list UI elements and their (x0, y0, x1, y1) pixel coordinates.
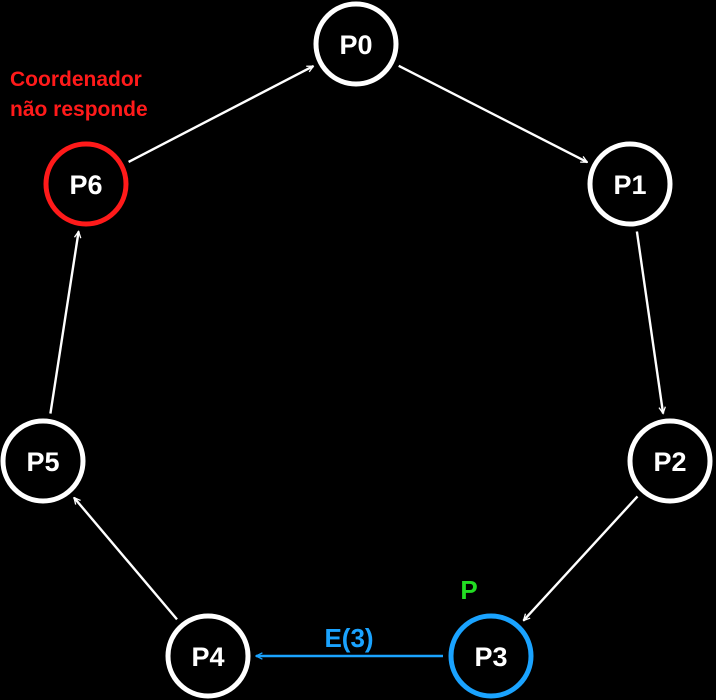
node-circle (313, 1, 399, 87)
edge-p2-to-p3 (524, 495, 639, 620)
node-label: P3 (474, 642, 507, 672)
edge-p6-to-p0 (128, 65, 314, 163)
edge-p5-to-p6 (49, 231, 78, 414)
node-circle (448, 613, 534, 699)
edges-layer (49, 64, 663, 656)
node-label: P1 (613, 170, 646, 200)
node-label: P4 (191, 642, 224, 672)
initiator-marker: P (460, 575, 477, 605)
edge-p1-to-p2 (635, 231, 663, 414)
node-p2: P2 (627, 418, 713, 504)
failure-annotation-line2: não responde (10, 98, 148, 121)
node-p6: P6 (43, 141, 129, 227)
node-circle (43, 141, 129, 227)
edge-p4-to-p5 (74, 498, 178, 621)
election-message-label: E(3) (324, 623, 373, 653)
node-label: P5 (26, 447, 59, 477)
node-p5: P5 (0, 418, 86, 504)
node-label: P0 (339, 30, 372, 60)
node-label: P6 (69, 170, 102, 200)
node-label: P2 (653, 447, 686, 477)
node-circle (0, 418, 86, 504)
node-circle (627, 418, 713, 504)
node-circle (587, 141, 673, 227)
failure-annotation-line1: Coordenador (10, 68, 142, 91)
node-circle (165, 613, 251, 699)
node-p3: P3 (448, 613, 534, 699)
node-p4: P4 (165, 613, 251, 699)
edge-p0-to-p1 (398, 64, 588, 164)
node-p1: P1 (587, 141, 673, 227)
node-p0: P0 (313, 1, 399, 87)
